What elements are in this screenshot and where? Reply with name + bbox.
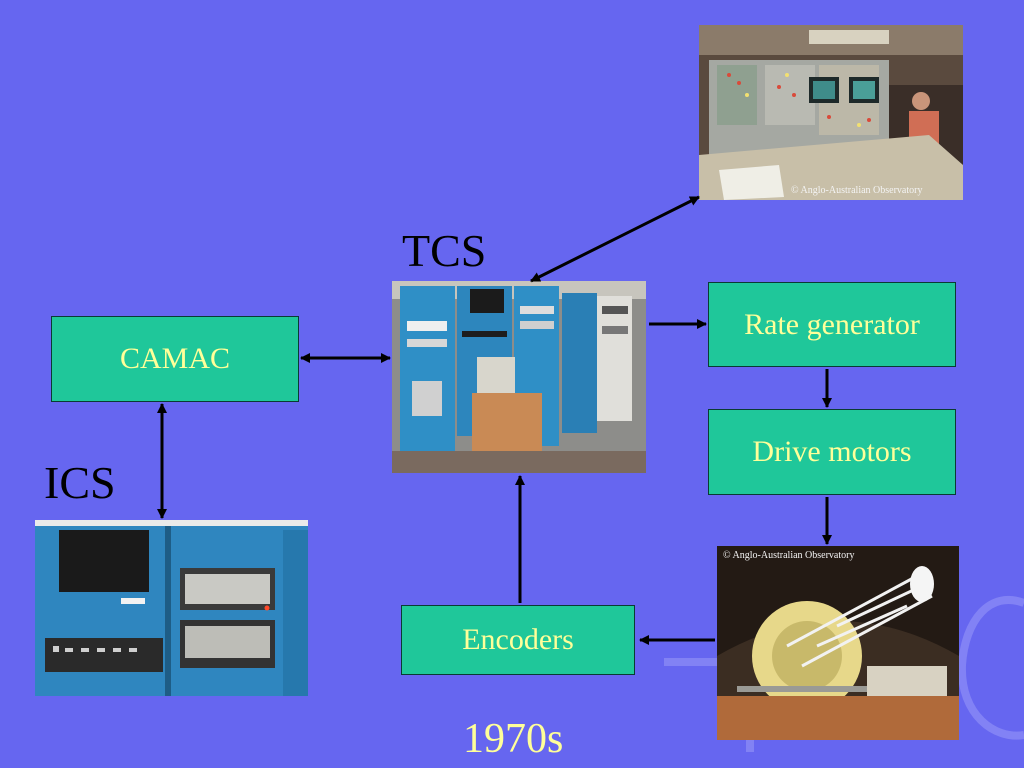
ics-label: ICS — [44, 457, 116, 508]
tcs-computer-photo — [392, 281, 646, 473]
arrow-tcs-control-room — [530, 195, 700, 283]
encoders-box: Encoders — [401, 605, 635, 675]
ics-cabinet-photo — [35, 520, 308, 696]
encoders-label: Encoders — [462, 623, 574, 656]
camac-label: CAMAC — [119, 342, 231, 375]
telescope-photo: © Anglo-Australian Observatory — [717, 546, 959, 740]
control-room-photo: © Anglo-Australian Observatory — [699, 25, 963, 200]
era-label: 1970s — [463, 716, 564, 762]
tcs-label: TCS — [402, 225, 487, 276]
rate-generator-box: Rate generator — [708, 282, 956, 367]
drive-motors-label: Drive motors — [752, 435, 912, 468]
rate-generator-label: Rate generator — [744, 307, 920, 341]
camac-box: CAMAC — [51, 316, 299, 402]
control-room-credit: © Anglo-Australian Observatory — [791, 185, 922, 196]
telescope-credit: © Anglo-Australian Observatory — [723, 550, 854, 561]
drive-motors-box: Drive motors — [708, 409, 956, 495]
